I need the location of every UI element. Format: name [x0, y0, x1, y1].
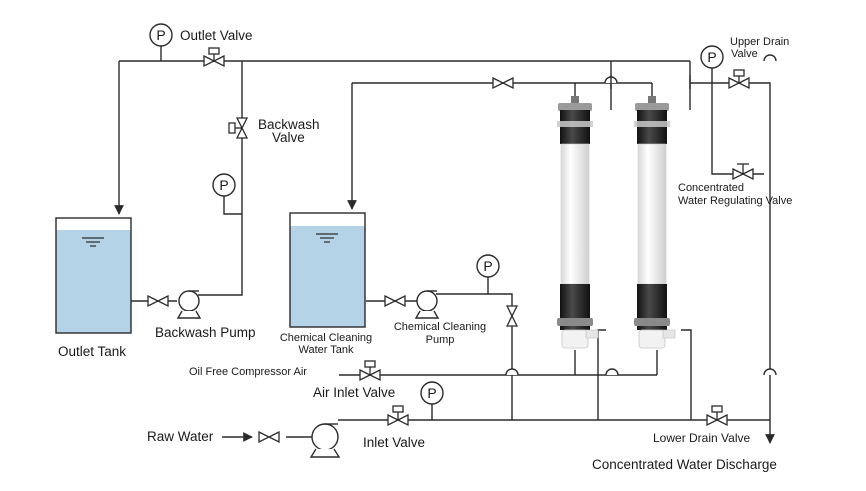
label-raw-water: Raw Water [147, 429, 214, 444]
chem-pump-out-pipe [436, 293, 513, 420]
backwash-line-pipe [198, 61, 243, 296]
label-chemical-tank-line2: Water Tank [298, 344, 354, 356]
svg-text:P: P [707, 49, 716, 65]
chemical-return-valve[interactable] [492, 76, 514, 90]
concentrate-branch-pipe [711, 83, 764, 175]
label-concentrated-regulating-line2: Water Regulating Valve [678, 195, 793, 207]
upper-drain-valve[interactable] [728, 69, 750, 90]
label-outlet-tank: Outlet Tank [58, 344, 127, 359]
membrane-module-1 [557, 96, 599, 349]
label-backwash-pump: Backwash Pump [155, 325, 256, 340]
pipe-network [114, 60, 775, 444]
air-inlet-valve[interactable] [359, 360, 381, 382]
label-chemical-pump-line2: Pump [425, 334, 455, 346]
svg-text:P: P [219, 177, 228, 193]
backwash-pump [176, 290, 202, 319]
concentrated-regulating-valve[interactable] [732, 163, 754, 181]
backwash-valve[interactable] [228, 117, 249, 139]
outlet-valve[interactable] [203, 47, 225, 68]
label-concentrated-water-discharge: Concentrated Water Discharge [592, 457, 777, 472]
label-backwash-valve-line2: Valve [272, 130, 305, 145]
pressure-gauge-backwash: P [212, 173, 236, 197]
chemical-feed-valve[interactable] [505, 305, 519, 327]
label-concentrated-regulating-line1: Concentrated [678, 182, 745, 194]
raw-water-valve[interactable] [258, 430, 280, 444]
outlet-tank-valve[interactable] [147, 294, 169, 308]
chemical-cleaning-pump [414, 290, 440, 319]
membrane2-feed-pipe [681, 329, 692, 420]
svg-text:P: P [427, 385, 436, 401]
lower-drain-valve[interactable] [706, 405, 728, 427]
label-chemical-pump-line1: Chemical Cleaning [393, 321, 487, 333]
label-lower-drain-valve: Lower Drain Valve [653, 431, 751, 445]
label-outlet-valve: Outlet Valve [180, 28, 253, 43]
svg-text:P: P [156, 27, 165, 43]
pressure-gauge-chemical: P [476, 254, 500, 278]
label-upper-drain-valve-line1: Upper Drain [730, 36, 790, 48]
label-upper-drain-valve-line2: Valve [731, 48, 758, 60]
chemical-tank-valve[interactable] [384, 294, 406, 308]
feed-pump [309, 423, 341, 458]
gauge-tap-backwash [223, 196, 242, 215]
label-backwash-valve-line1: Backwash [258, 117, 320, 132]
inlet-valve[interactable] [387, 405, 409, 427]
svg-text:P: P [483, 258, 492, 274]
outlet-tank [55, 217, 132, 334]
pressure-gauge-outlet: P [149, 23, 173, 61]
chemical-cleaning-tank [289, 212, 366, 328]
pressure-gauge-drain: P [700, 45, 724, 83]
label-chemical-tank-line1: Chemical Cleaning [279, 332, 373, 344]
label-oil-free-compressor-air: Oil Free Compressor Air [189, 366, 307, 378]
label-air-inlet-valve: Air Inlet Valve [313, 385, 396, 400]
pressure-gauge-inlet: P [420, 381, 444, 405]
upper-drain-pipe [690, 82, 775, 444]
label-inlet-valve: Inlet Valve [363, 435, 426, 450]
membrane-module-2 [634, 96, 676, 349]
